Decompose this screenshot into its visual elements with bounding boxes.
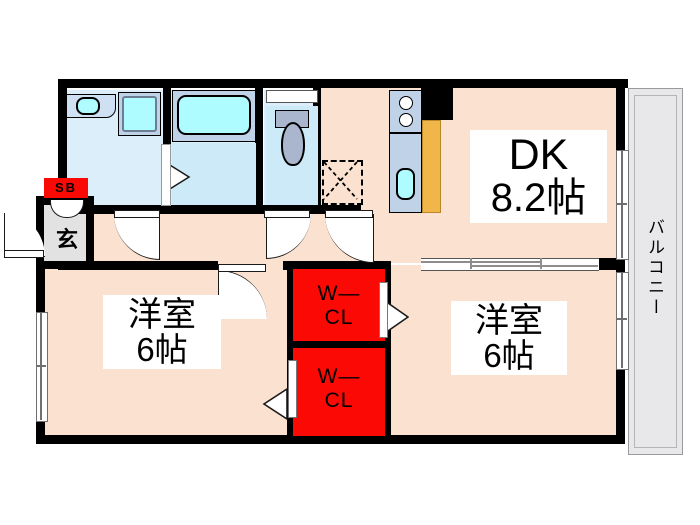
balcony-inner-edge (634, 95, 677, 448)
sliding-door-track-upper (421, 261, 541, 263)
wall-genkan-right (86, 205, 94, 267)
sliding-door-stile-2 (540, 258, 542, 269)
wall-left-upper (58, 79, 67, 196)
kitchen-sink-basin-icon (396, 168, 415, 200)
wall-closet-top (287, 263, 391, 271)
closet-lower-label: W— CL (293, 365, 385, 412)
closet-upper-label-line2: CL (324, 305, 354, 329)
entrance-door-leaf[interactable] (4, 250, 44, 258)
wall-dk-south-far (598, 258, 620, 270)
wall-dk-south-left (58, 261, 218, 270)
closet-lower-door-jamb (288, 360, 297, 418)
wall-right (616, 79, 625, 444)
entrance-label: 玄 (55, 227, 78, 252)
washing-machine-space-cross-icon (323, 161, 358, 200)
wall-left-genkan-left (36, 196, 44, 268)
bedroom-left-label: 洋室 6帖 (103, 295, 221, 370)
wall-bath-toilet (255, 88, 263, 206)
balcony-window-bedroom-mullion (621, 272, 623, 368)
wall-wetzone-bottom (58, 205, 325, 214)
bedroom-left-label-name: 洋室 (128, 296, 196, 334)
dk-hall-door-leaf[interactable] (325, 210, 373, 218)
balcony-window-bedroom-handle (616, 318, 627, 320)
bedroom-right-label-size: 6帖 (483, 336, 535, 374)
bedroom-left-label-size: 6帖 (136, 330, 188, 368)
closet-upper-door-jamb (379, 282, 388, 338)
wall-closet-divider (287, 341, 391, 350)
washing-machine-drum-icon (122, 96, 157, 132)
closet-upper (293, 269, 385, 341)
bedroom-right-label: 洋室 6帖 (451, 301, 567, 376)
washing-machine-space-icon (322, 160, 363, 205)
stove-burner-front-icon (399, 96, 413, 110)
closet-lower (293, 348, 385, 436)
toilet-door-leaf[interactable] (264, 210, 310, 218)
closet-lower-label-line1: W— (317, 365, 361, 388)
bathtub-icon (177, 95, 251, 135)
bathroom-inner-floor (172, 143, 256, 205)
balcony-window-dk-handle (616, 203, 627, 205)
closet-upper-label: W— CL (293, 282, 385, 329)
bedroom-left-window[interactable] (36, 312, 48, 422)
dk-label-name: DK (508, 131, 569, 179)
dk-label: DK 8.2帖 (470, 130, 607, 223)
kitchen-counter-icon (422, 120, 441, 213)
closet-lower-label-line2: CL (324, 388, 354, 412)
balcony-label: バルコニー (645, 218, 664, 318)
stove-burner-back-icon (399, 113, 413, 127)
bathroom-door-jamb (161, 144, 171, 206)
wall-bottom (36, 435, 625, 444)
bedroom-left-window-handle (36, 365, 46, 367)
wall-top (58, 79, 628, 88)
balcony-area (628, 88, 683, 455)
wall-closet-left (287, 265, 295, 441)
closet-lower-folding-door[interactable] (262, 388, 289, 420)
washroom-door-leaf[interactable] (114, 210, 160, 218)
wall-closet-right (383, 265, 391, 441)
sliding-door-stile-1 (470, 258, 472, 269)
toilet-window (266, 90, 318, 103)
closet-upper-label-line1: W— (317, 282, 361, 305)
dk-label-size: 8.2帖 (490, 175, 587, 220)
wall-kitchen-niche (421, 88, 453, 120)
washbasin-bowl-icon (76, 97, 100, 115)
bedroom-right-label-name: 洋室 (475, 302, 543, 340)
bedroom-left-door-leaf[interactable] (218, 264, 266, 272)
toilet-bowl-icon (281, 122, 305, 166)
wall-toilet-dk-bottom (313, 205, 361, 214)
shoebox-label: SB (44, 178, 88, 198)
sliding-door-track-lower (470, 265, 598, 267)
